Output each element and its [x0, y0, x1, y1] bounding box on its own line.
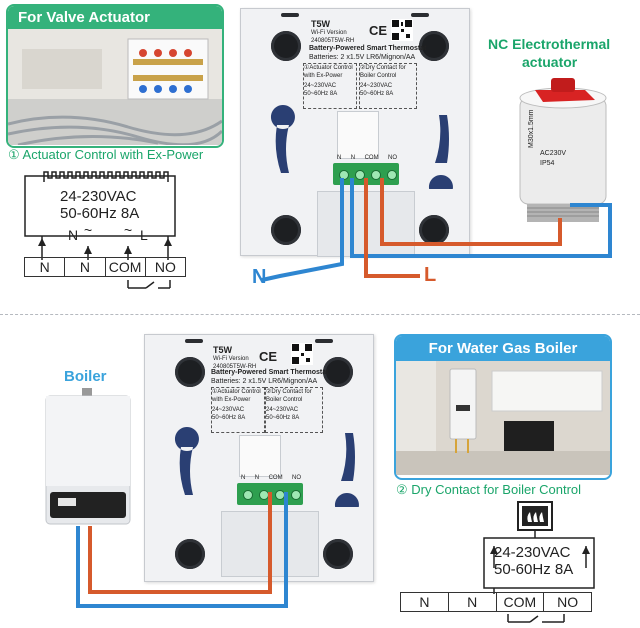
device-title: Battery-Powered Smart Thermostat	[309, 45, 427, 52]
boiler-terminal-row: N N COM NO	[400, 592, 592, 612]
top-wires	[261, 178, 612, 282]
sym-l: L	[140, 227, 148, 243]
actuator-spec-3: IP54	[540, 160, 555, 167]
device-title-b: Battery-Powered Smart Thermostat	[211, 369, 329, 376]
actuator-caption: ① Actuator Control with Ex-Power	[8, 147, 204, 162]
mount-slot-left-b	[174, 427, 199, 495]
gas-boiler-header: For Water Gas Boiler	[396, 336, 610, 361]
label-box-2: ②Dry Contact for Boiler Control 24~230VA…	[359, 63, 417, 109]
device-serial: 240805T5W-RH	[311, 38, 355, 44]
cell-b-com: COM	[497, 593, 545, 611]
kitchen-photo	[396, 361, 610, 475]
bottom-wires	[76, 492, 288, 608]
sym-tilde-1: ~	[84, 222, 93, 238]
wire-l-label: L	[424, 264, 437, 286]
wire-n-label: N	[252, 266, 267, 288]
boiler-schematic	[483, 501, 595, 623]
actuator-terminal-row: N N COM NO	[24, 257, 186, 277]
ce-mark-b: CE	[259, 349, 278, 364]
actuator-schematic	[24, 171, 176, 289]
device-model: T5W	[311, 19, 330, 29]
cell-n2: N	[65, 258, 106, 276]
valve-photo-frame: For Valve Actuator	[6, 4, 224, 148]
device-serial-b: 240805T5W-RH	[213, 364, 257, 370]
cell-b-n2: N	[449, 593, 497, 611]
boiler-freq: 50-60Hz 8A	[494, 561, 574, 578]
manifold-photo	[8, 29, 222, 146]
dry-contact-caption: ② Dry Contact for Boiler Control	[396, 482, 582, 497]
actuator-voltage: 24-230VAC	[60, 188, 137, 205]
terminal-labels: N N COM NO	[337, 155, 397, 161]
actuator-title-2: actuator	[522, 54, 578, 70]
actuator-spec-2: AC230V	[540, 150, 567, 157]
boiler-label: Boiler	[64, 368, 107, 385]
valve-header: For Valve Actuator	[8, 6, 222, 29]
qr-code-icon	[391, 19, 413, 41]
device-version-b: Wi-Fi Version	[213, 356, 249, 362]
qr-code-icon-b	[291, 343, 313, 365]
cell-com: COM	[106, 258, 146, 276]
device-batteries: Batteries: 2 x1.5V LR6/Mignon/AA	[309, 54, 416, 61]
device-batteries-b: Batteries: 2 x1.5V LR6/Mignon/AA	[211, 378, 318, 385]
cell-b-no: NO	[557, 594, 579, 610]
actuator-freq: 50-60Hz 8A	[60, 205, 140, 222]
electrothermal-actuator	[519, 78, 607, 222]
device-model-b: T5W	[213, 345, 232, 355]
label-box-1-b: ①Actuator Control with Ex-Power 24~230VA…	[211, 387, 265, 433]
cell-n1: N	[25, 258, 66, 276]
cell-b-n1: N	[401, 593, 449, 611]
actuator-title-1: NC Electrothermal	[488, 36, 611, 52]
label-box-2-b: ②Dry Contact for Boiler Control 24~230VA…	[265, 387, 323, 433]
cell-no: NO	[154, 259, 176, 275]
sym-tilde-2: ~	[124, 222, 133, 238]
terminal-labels-b: N N COM NO	[241, 475, 301, 481]
mount-slot-right-b	[334, 433, 359, 507]
section-divider	[0, 314, 640, 315]
center-window	[337, 111, 379, 159]
center-window-b	[239, 435, 281, 477]
label-box-1: ①Actuator Control with Ex-Power 24~230VA…	[303, 63, 357, 109]
mount-slot-right	[428, 115, 453, 189]
gas-boiler-frame: For Water Gas Boiler	[394, 334, 612, 480]
ce-mark: CE	[369, 23, 388, 38]
sym-n: N	[68, 227, 79, 243]
device-version: Wi-Fi Version	[311, 30, 347, 36]
mount-slot-left	[270, 105, 295, 173]
boiler-unit	[45, 388, 131, 525]
boiler-voltage: 24-230VAC	[494, 544, 571, 561]
